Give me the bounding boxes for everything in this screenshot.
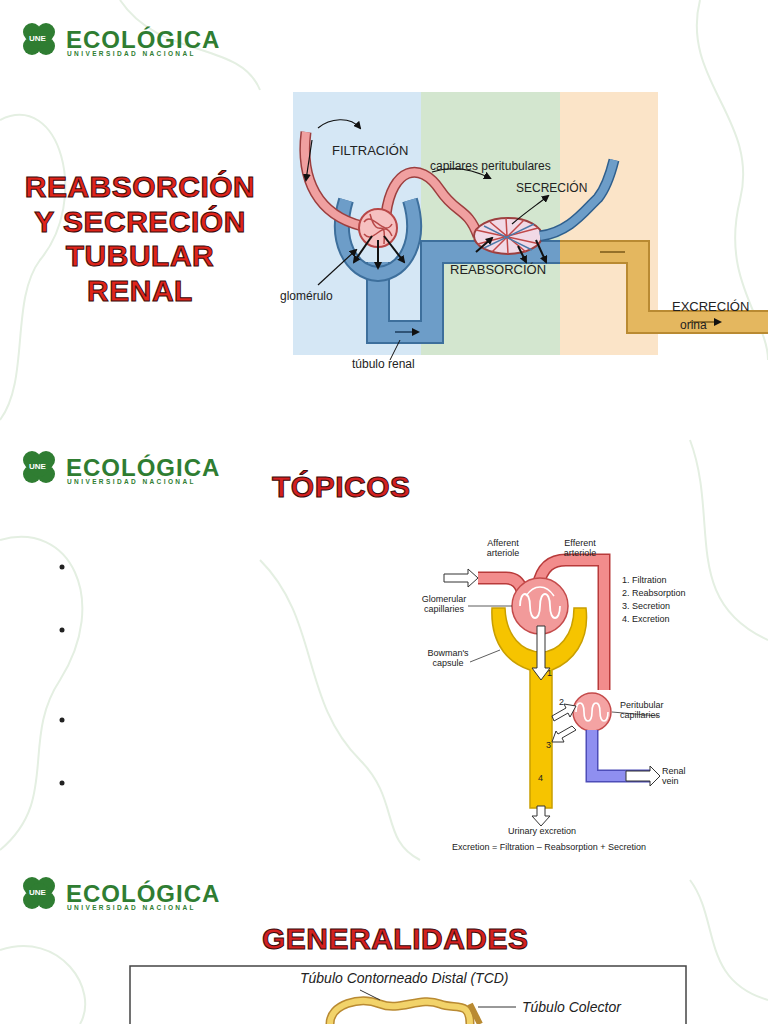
- logo-subtitle: UNIVERSIDAD NACIONAL: [67, 50, 196, 57]
- nephron-figure: [293, 92, 768, 360]
- part-label: Renal vein: [662, 766, 694, 787]
- part-label: Efferent arteriole: [555, 538, 605, 559]
- part-label: Urinary excretion: [508, 826, 576, 836]
- process-label: FILTRACIÓN: [332, 144, 408, 159]
- logo-mark-text: UNE: [29, 462, 46, 471]
- process-label: EXCRECIÓN: [672, 300, 749, 315]
- logo-mark-text: UNE: [29, 34, 46, 43]
- logo-mark-text: UNE: [29, 888, 46, 897]
- legend-item: 3. Secretion: [622, 601, 670, 611]
- figure-label: Túbulo Colector: [522, 999, 621, 1015]
- part-label: Afferent arteriole: [478, 538, 528, 559]
- callout-number: 4: [538, 773, 543, 783]
- formula-note: Excretion = Filtration – Reabsorption + …: [452, 842, 646, 852]
- part-label: orina: [680, 319, 707, 333]
- callout-number: 3: [546, 740, 551, 750]
- legend-item: 1. Filtration: [622, 575, 667, 585]
- slide-heading: TÓPICOS: [272, 470, 411, 505]
- legend-item: 2. Reabsorption: [622, 588, 686, 598]
- part-label: Bowman's capsule: [424, 648, 472, 669]
- part-label: túbulo renal: [352, 358, 415, 372]
- slide-heading: GENERALIDADES: [262, 922, 529, 957]
- callout-number: 1: [547, 668, 552, 678]
- part-label: Peritubular capillaries: [620, 700, 680, 721]
- logo-subtitle: UNIVERSIDAD NACIONAL: [67, 478, 196, 485]
- logo-text: ECOLÓGICA: [66, 880, 220, 908]
- logo-text: ECOLÓGICA: [66, 26, 220, 54]
- legend-item: 4. Excretion: [622, 614, 670, 624]
- part-label: capilares peritubulares: [430, 160, 551, 174]
- part-label: glomérulo: [280, 290, 333, 304]
- part-label: Glomerular capillaries: [418, 594, 470, 615]
- tubule-photo-frame: [130, 966, 686, 1024]
- logo-clover: [23, 23, 55, 909]
- process-label: SECRECIÓN: [516, 182, 587, 196]
- nephron-schematic: [444, 560, 660, 826]
- process-label: REABSORCIÓN: [450, 263, 546, 278]
- bullet-dots: [60, 565, 65, 786]
- slide-title: REABSORCIÓN Y SECRECIÓN TUBULAR RENAL: [12, 170, 268, 308]
- figure-label: Túbulo Contorneado Distal (TCD): [300, 970, 509, 986]
- logo-text: ECOLÓGICA: [66, 454, 220, 482]
- logo-subtitle: UNIVERSIDAD NACIONAL: [67, 904, 196, 911]
- callout-number: 2: [559, 697, 564, 707]
